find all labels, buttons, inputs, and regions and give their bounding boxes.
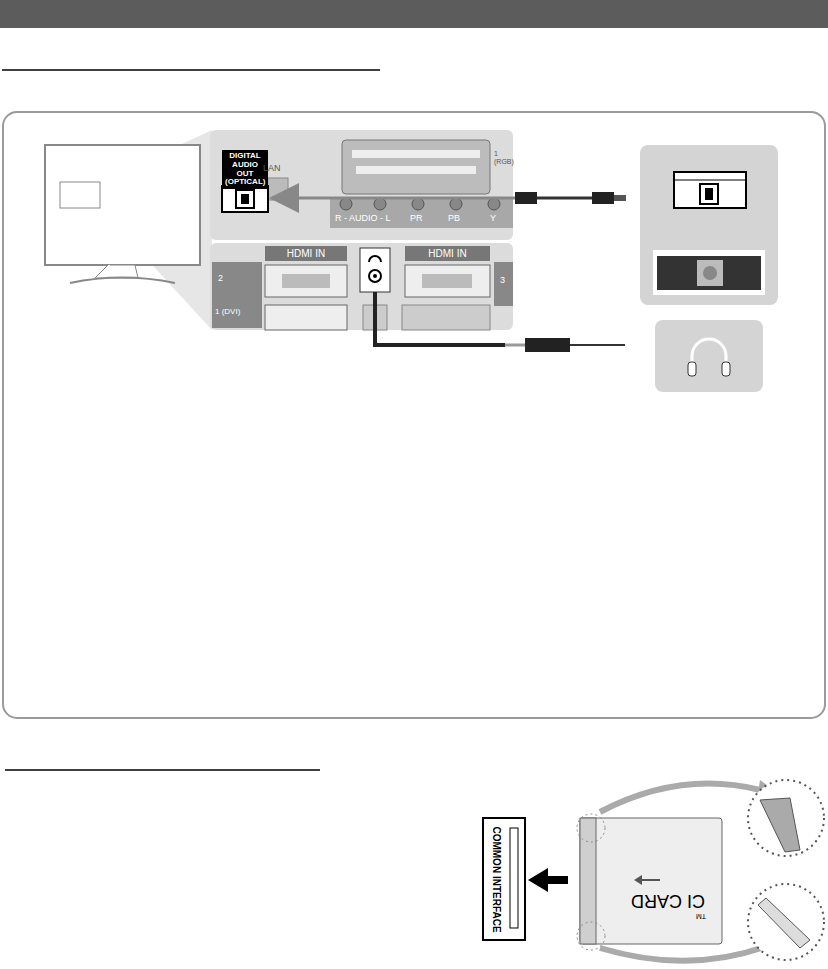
port-label-box: HDMI IN: [265, 246, 347, 261]
port-label: 3: [500, 276, 505, 286]
port-label: Y: [490, 214, 496, 224]
port-label: PB: [448, 214, 460, 224]
port-label: PR: [410, 214, 423, 224]
port-label: 1 (RGB): [494, 150, 512, 165]
node-text: HDMI IN: [408, 248, 487, 259]
port-label-box: HDMI IN: [405, 246, 490, 261]
card-label: CI CARD: [628, 888, 708, 912]
slot-label: COMMON INTERFACE: [488, 823, 503, 935]
port-label: TM: [696, 912, 706, 920]
node-text: HDMI IN: [268, 248, 344, 259]
node-text: COMMON INTERFACE: [490, 826, 501, 932]
node-text: CI CARD: [631, 890, 705, 910]
port-label: 2: [218, 274, 223, 284]
port-label: 1 (DVI): [215, 308, 240, 317]
port-label: R - AUDIO - L: [335, 214, 391, 224]
node-text: DIGITAL AUDIO OUT (OPTICAL): [225, 152, 265, 187]
port-badge: DIGITAL AUDIO OUT (OPTICAL): [222, 150, 268, 189]
port-label: LAN: [263, 164, 281, 174]
